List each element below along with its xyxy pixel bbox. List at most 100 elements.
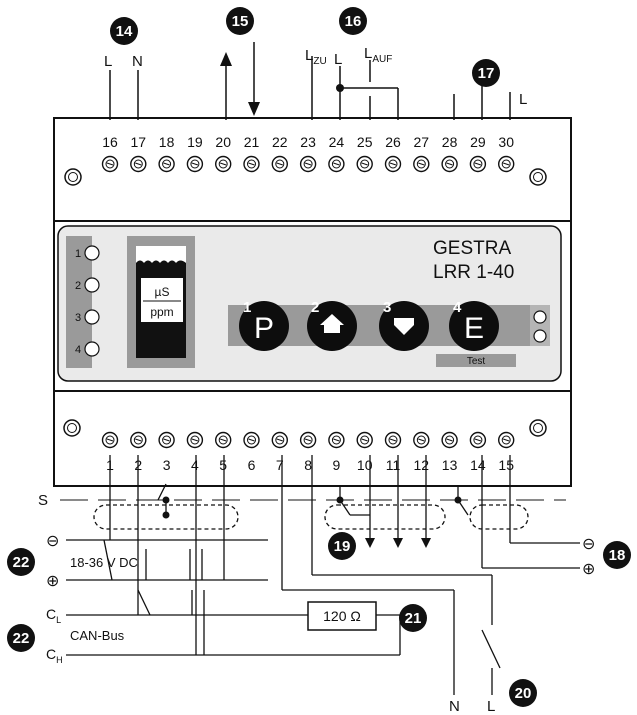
arrow-down-icon — [421, 538, 431, 548]
button-2[interactable]: 2 — [307, 299, 357, 351]
callout-17: 17 — [472, 59, 500, 87]
bottom-terminal-label-10: 10 — [357, 457, 373, 473]
bottom-terminal-label-5: 5 — [219, 457, 227, 473]
button-1[interactable]: 1P — [239, 299, 289, 351]
bottom-terminal-label-15: 15 — [498, 457, 514, 473]
label-l-bottom: L — [487, 698, 495, 715]
junction-dot — [336, 496, 344, 504]
canbus-label: CAN-Bus — [70, 628, 125, 643]
led-label-1: 1 — [75, 248, 81, 260]
arrow-down-icon — [365, 538, 375, 548]
top-terminal-label-27: 27 — [414, 134, 430, 150]
led-4-icon — [84, 341, 100, 357]
junction-dot — [162, 496, 170, 504]
terminal-screw-icon — [214, 431, 232, 449]
terminal-screw-icon — [328, 155, 345, 173]
down-arrow-icon — [394, 318, 414, 335]
bottom-wiring — [60, 455, 580, 695]
top-terminal-label-17: 17 — [131, 134, 147, 150]
label-l-16: L — [104, 53, 112, 70]
terminal-screw-icon — [271, 431, 288, 449]
terminal-screw-icon — [101, 431, 119, 449]
svg-text:20: 20 — [515, 685, 532, 702]
bottom-terminal-label-4: 4 — [191, 457, 199, 473]
label-l-30: L — [519, 91, 527, 108]
terminal-screw-icon — [413, 431, 430, 449]
unit-top: µS — [155, 285, 170, 299]
terminal-screw-icon — [441, 431, 458, 449]
top-terminal-label-23: 23 — [300, 134, 316, 150]
led-1-icon — [84, 245, 100, 261]
callout-15: 15 — [226, 7, 254, 35]
terminal-screw-icon — [271, 155, 288, 173]
button-number: 4 — [453, 299, 462, 316]
terminal-screw-icon — [158, 155, 175, 173]
top-terminal-label-29: 29 — [470, 134, 486, 150]
label-l-24: L — [334, 51, 342, 68]
button-label: P — [254, 312, 274, 345]
terminal-screw-icon — [130, 155, 147, 173]
button-3[interactable]: 3 — [379, 299, 429, 351]
callout-14: 14 — [110, 17, 138, 45]
arrow-down-icon — [248, 102, 260, 116]
screw-icon — [63, 419, 81, 437]
side-led-icon — [533, 310, 547, 324]
terminal-screw-icon — [441, 155, 458, 173]
callout-22-power: 22 — [7, 548, 35, 576]
minus-symbol: ⊖ — [46, 533, 59, 550]
bottom-terminal-label-12: 12 — [414, 457, 430, 473]
top-terminal-label-16: 16 — [102, 134, 118, 150]
svg-text:14: 14 — [116, 23, 133, 40]
terminal-screw-icon — [299, 155, 317, 173]
resistor-label: 120 Ω — [323, 608, 361, 624]
button-4[interactable]: 4E — [449, 299, 499, 351]
svg-text:22: 22 — [13, 630, 30, 647]
top-terminal-label-19: 19 — [187, 134, 203, 150]
top-terminal-label-28: 28 — [442, 134, 458, 150]
led-3-icon — [84, 309, 100, 325]
svg-text:17: 17 — [478, 65, 495, 82]
terminal-screw-icon — [469, 155, 487, 173]
callout-21: 21 — [399, 604, 427, 632]
bottom-terminal-label-14: 14 — [470, 457, 486, 473]
label-n-bottom: N — [449, 698, 460, 715]
label-lauf: LAUF — [364, 45, 392, 65]
top-terminal-label-26: 26 — [385, 134, 401, 150]
label-lzu: LZU — [305, 47, 327, 67]
label-cl: CL — [46, 606, 61, 625]
bottom-terminal-label-9: 9 — [333, 457, 341, 473]
top-terminal-label-18: 18 — [159, 134, 175, 150]
bottom-terminal-label-8: 8 — [304, 457, 312, 473]
svg-text:18: 18 — [609, 547, 626, 564]
terminal-screw-icon — [328, 431, 345, 449]
terminal-screw-icon — [498, 431, 515, 449]
label-n-17: N — [132, 53, 143, 70]
test-label-bg — [436, 354, 516, 367]
svg-text:16: 16 — [345, 13, 362, 30]
button-label: E — [464, 312, 484, 345]
minus-symbol-right: ⊖ — [582, 536, 595, 553]
top-terminal-label-22: 22 — [272, 134, 288, 150]
junction-dot — [162, 511, 170, 519]
terminal-screw-icon — [101, 155, 119, 173]
level-label-bg — [141, 278, 183, 322]
button-number: 3 — [383, 299, 391, 316]
terminal-screw-icon — [186, 155, 204, 173]
test-label: Test — [467, 356, 486, 367]
button-number: 2 — [311, 299, 319, 316]
top-terminal-label-25: 25 — [357, 134, 373, 150]
top-terminal-label-21: 21 — [244, 134, 260, 150]
label-ch: CH — [46, 646, 63, 665]
terminal-screw-icon — [413, 155, 430, 173]
plus-symbol-right: ⊕ — [582, 561, 595, 578]
terminal-screw-icon — [384, 431, 402, 449]
top-terminal-label-24: 24 — [329, 134, 345, 150]
junction-dot — [336, 84, 344, 92]
house-up-icon — [320, 314, 344, 333]
resistor-box — [307, 601, 377, 631]
bottom-terminal-label-7: 7 — [276, 457, 284, 473]
brand-name: GESTRA — [433, 238, 511, 259]
svg-text:15: 15 — [232, 13, 249, 30]
